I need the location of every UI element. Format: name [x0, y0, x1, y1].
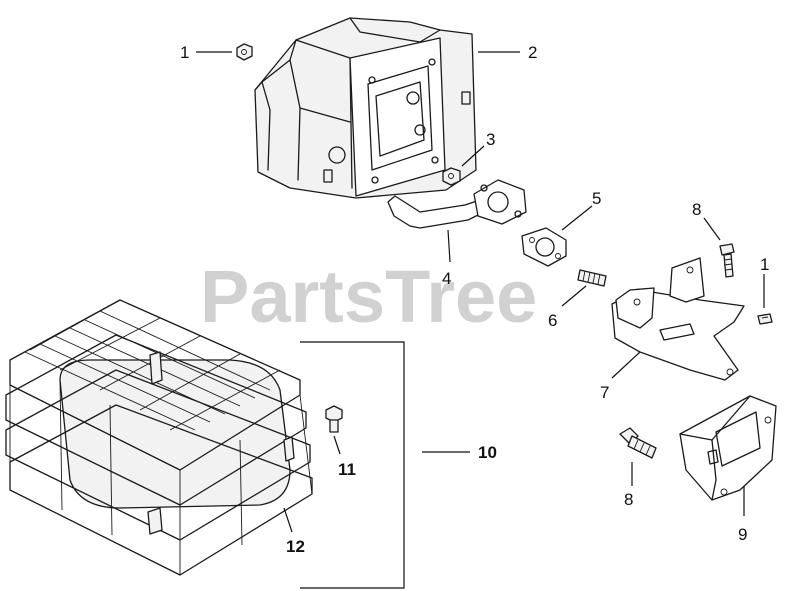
bolt-part-bottom[interactable]: [619, 427, 657, 459]
muffler-part[interactable]: [254, 17, 477, 199]
callout-9: 9: [738, 525, 747, 544]
bolt-part-top[interactable]: [719, 243, 735, 278]
watermark-text: PartsTree: [200, 255, 537, 338]
callout-8-bottom: 8: [624, 490, 633, 509]
callout-1-right: 1: [760, 255, 769, 274]
exhaust-pipe-part[interactable]: [387, 179, 527, 229]
callout-labels: 1 2 3 4 5 6 7 8 1 8 9 10 11 12: [180, 43, 769, 556]
callout-5: 5: [592, 189, 601, 208]
bolt-part-right[interactable]: [757, 313, 773, 325]
heat-shield-part[interactable]: [679, 395, 777, 501]
callout-1-top: 1: [180, 43, 189, 62]
callout-6: 6: [548, 311, 557, 330]
stud-part[interactable]: [577, 269, 607, 287]
callout-7: 7: [600, 383, 609, 402]
callout-12: 12: [286, 537, 305, 556]
gasket-part[interactable]: [521, 227, 567, 267]
bracket-part[interactable]: [611, 257, 745, 381]
screw-part[interactable]: [325, 405, 343, 433]
callout-3: 3: [486, 130, 495, 149]
wire-guard-part[interactable]: [5, 299, 313, 576]
callout-8-top: 8: [692, 200, 701, 219]
callout-4: 4: [442, 269, 451, 288]
callout-11: 11: [338, 460, 356, 479]
nut-part-top[interactable]: [236, 43, 253, 61]
leader-lines: [196, 51, 765, 589]
callout-2: 2: [528, 43, 537, 62]
callout-10: 10: [478, 443, 497, 462]
nut-part-3[interactable]: [442, 167, 461, 186]
